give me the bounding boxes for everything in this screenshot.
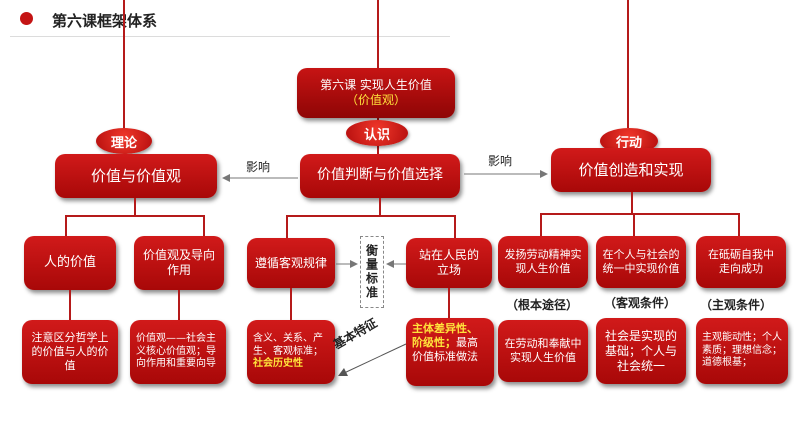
connector: [123, 0, 125, 128]
main-creation-box: 价值创造和实现: [551, 148, 711, 192]
standard-label: 衡量标准: [360, 236, 384, 308]
stand-detail-box: 主体差异性、阶级性；最高价值标准做法: [406, 318, 494, 386]
unity-detail-box: 社会是实现的基础；个人与社会统一: [596, 318, 686, 384]
top-course-box: 第六课 实现人生价值 （价值观）: [297, 68, 455, 118]
page-title: 第六课框架体系: [52, 12, 158, 30]
human-value-box: 人的价值: [24, 236, 116, 290]
people-stand-box: 站在人民的立场: [406, 238, 492, 288]
arrow-to-standard-right: [386, 260, 406, 268]
connector: [65, 215, 205, 217]
main-judgment-box: 价值判断与价值选择: [300, 154, 460, 198]
connector: [377, 0, 379, 68]
condition-subjective: （主观条件）: [700, 298, 773, 312]
condition-objective: （客观条件）: [604, 296, 677, 310]
connector: [286, 215, 456, 217]
influence-arrow-right: [464, 170, 548, 178]
connector: [178, 290, 180, 320]
connector: [540, 213, 740, 215]
law-detail-text: 含义、关系、产生、客观标准；: [253, 333, 323, 357]
values-detail-box: 价值观——社会主义核心价值观；导向作用和重要向导: [130, 320, 226, 384]
connector: [448, 288, 450, 320]
connector: [69, 290, 71, 320]
labor-detail-box: 在劳动和奉献中实现人生价值: [498, 320, 588, 382]
unity-box: 在个人与社会的统一中实现价值: [596, 236, 686, 288]
connector: [738, 213, 740, 237]
header-divider: [10, 36, 450, 37]
connector: [454, 215, 456, 239]
adversity-box: 在砥砺自我中走向成功: [696, 236, 786, 288]
main-values-box: 价值与价值观: [55, 154, 217, 198]
law-detail-highlight: 社会历史性: [253, 358, 303, 370]
stand-detail-text: 最高价值标准做法: [412, 335, 478, 363]
basic-feature-arrow: [338, 343, 407, 376]
connector: [633, 213, 635, 237]
tag-cognition: 认识: [346, 120, 408, 146]
tag-theory: 理论: [96, 128, 152, 154]
connector: [286, 215, 288, 239]
standard-text: 衡量标准: [364, 244, 379, 300]
influence-arrow-left: [222, 174, 298, 182]
law-detail-box: 含义、关系、产生、客观标准； 社会历史性: [247, 320, 335, 384]
connector: [134, 198, 136, 216]
adversity-detail-box: 主观能动性；个人素质；理想信念；道德根基；: [696, 318, 788, 384]
condition-root: （根本途径）: [506, 298, 579, 312]
connector: [540, 213, 542, 237]
top-course-subtitle: （价值观）: [345, 93, 406, 107]
connector: [379, 198, 381, 216]
distinguish-box: 注意区分哲学上的价值与人的价值: [22, 320, 118, 384]
top-course-title: 第六课 实现人生价值: [320, 78, 432, 92]
influence-label-left: 影响: [246, 160, 271, 174]
influence-label-right: 影响: [488, 154, 513, 168]
connector: [65, 215, 67, 237]
connector: [627, 0, 629, 128]
follow-law-box: 遵循客观规律: [247, 238, 335, 288]
values-guidance-box: 价值观及导向作用: [134, 236, 224, 290]
labor-box: 发扬劳动精神实现人生价值: [498, 236, 588, 288]
connector: [203, 215, 205, 237]
header-icon: [20, 12, 33, 25]
arrow-to-standard-left: [336, 260, 358, 268]
connector: [290, 288, 292, 320]
stand-detail-highlight: 主体差异性、阶级性；: [412, 322, 478, 349]
connector: [631, 192, 633, 214]
